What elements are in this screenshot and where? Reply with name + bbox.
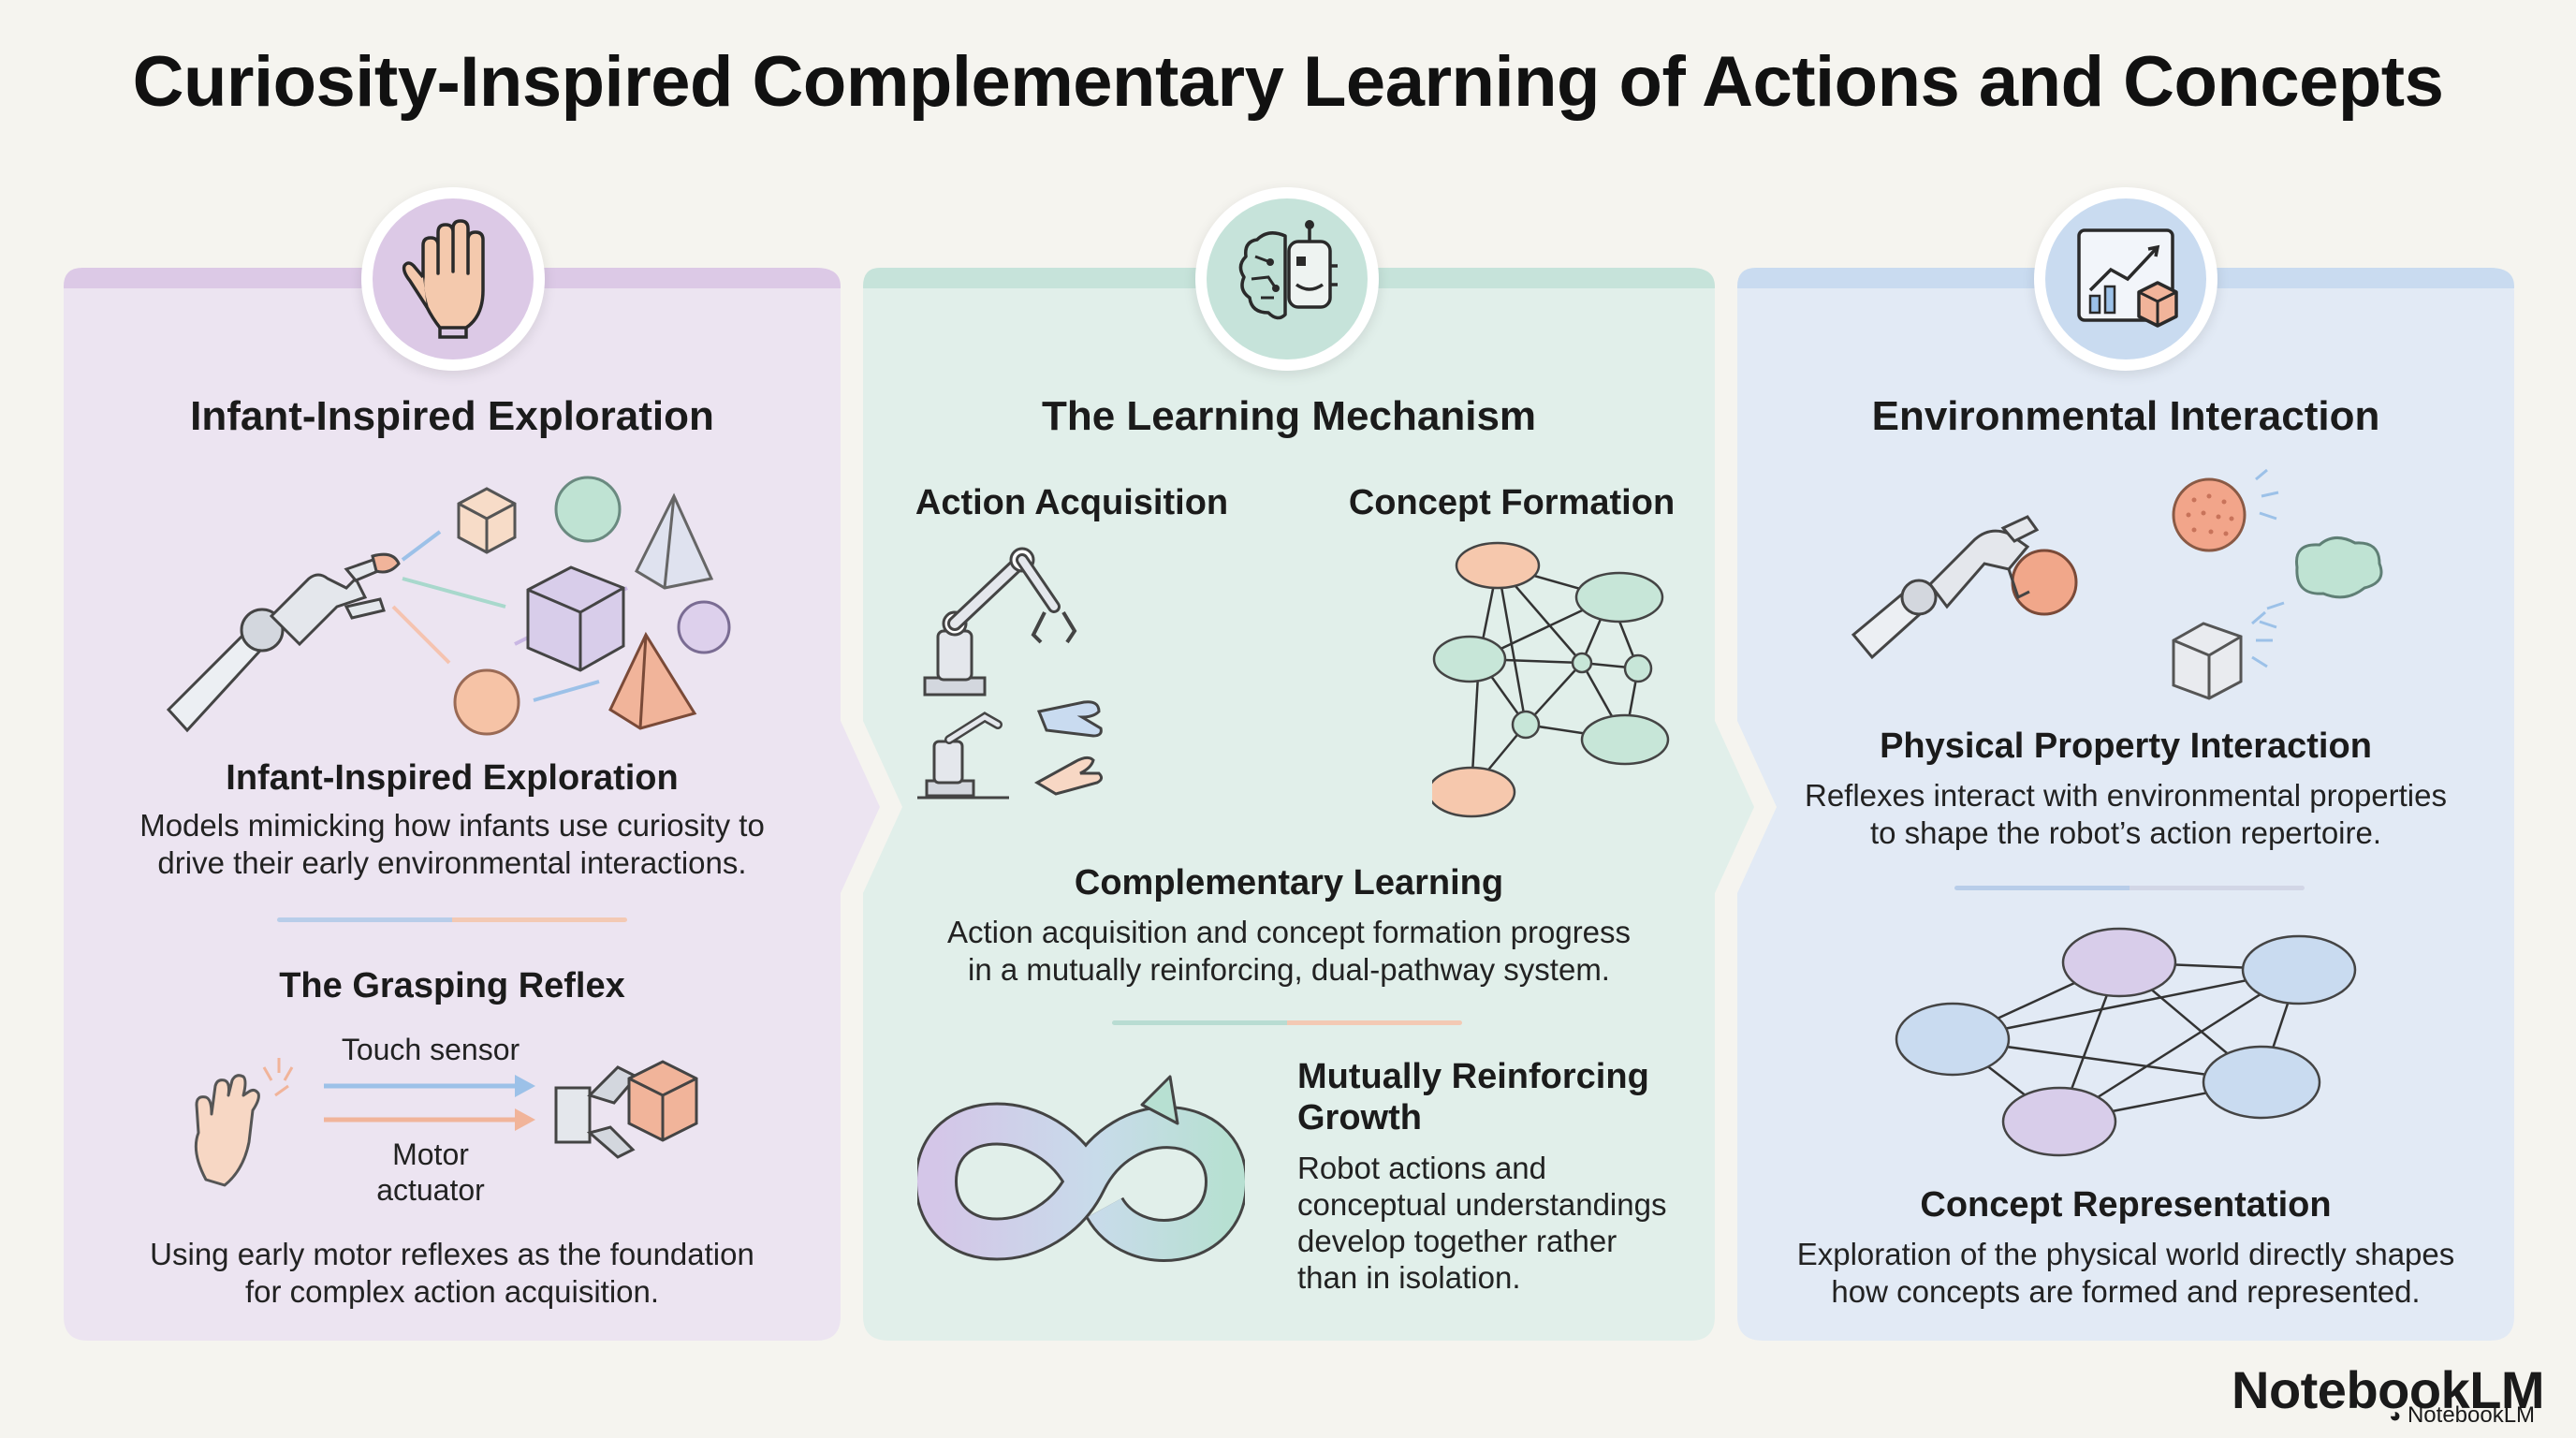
growth-text-4: than in isolation. — [1297, 1260, 1521, 1295]
physical-property-heading: Physical Property Interaction — [1880, 726, 2372, 766]
left-sub-heading: Infant-Inspired Exploration — [226, 758, 679, 798]
action-illustration — [917, 547, 1104, 800]
orange-ball — [2011, 549, 2078, 616]
left-divider — [277, 917, 627, 922]
middle-heading: The Learning Mechanism — [1041, 393, 1537, 439]
motor-label-2: actuator — [376, 1173, 485, 1207]
growth-heading-1: Mutually Reinforcing — [1297, 1057, 1649, 1096]
reflex-text-2: for complex action acquisition. — [244, 1274, 660, 1309]
page-title: Curiosity-Inspired Complementary Learnin… — [132, 42, 2444, 122]
exploration-illustration — [166, 476, 731, 736]
concept-network-illustration — [1432, 541, 1670, 818]
robot-hand-icon — [1036, 700, 1103, 738]
human-hand-icon — [1033, 756, 1104, 796]
concept-graph-illustration — [1895, 927, 2357, 1157]
soft-blob — [2295, 536, 2383, 599]
action-acquisition-heading: Action Acquisition — [915, 483, 1229, 522]
reflex-text-1: Using early motor reflexes as the founda… — [150, 1237, 754, 1271]
right-divider — [1954, 886, 2305, 890]
concept-representation-text-2: how concepts are formed and represented. — [1831, 1274, 2421, 1309]
infinity-loop-icon — [917, 1075, 1245, 1262]
complementary-text-1: Action acquisition and concept formation… — [946, 915, 1632, 949]
grasping-reflex-illustration — [194, 1058, 698, 1187]
right-heading: Environmental Interaction — [1871, 393, 2380, 439]
hand-icon — [402, 219, 485, 339]
growth-text-1: Robot actions and — [1297, 1151, 1547, 1185]
environment-illustration — [1851, 468, 2383, 700]
left-sub-text-2: drive their early environmental interact… — [157, 845, 747, 880]
complementary-heading: Complementary Learning — [1074, 863, 1504, 902]
brand-small: ◕ NotebookLM — [2389, 1402, 2535, 1429]
left-badge — [361, 187, 545, 371]
right-badge — [2034, 187, 2217, 371]
left-heading: Infant-Inspired Exploration — [190, 393, 714, 439]
concept-representation-heading: Concept Representation — [1920, 1185, 2332, 1225]
growth-heading-2: Growth — [1297, 1098, 1422, 1137]
complementary-text-2: in a mutually reinforcing, dual-pathway … — [968, 952, 1610, 987]
middle-divider — [1112, 1020, 1462, 1025]
notebooklm-icon: ◕ — [2389, 1403, 2402, 1427]
touch-sensor-label: Touch sensor — [341, 1033, 520, 1066]
textured-sphere — [2172, 477, 2247, 552]
motor-label-1: Motor — [392, 1137, 469, 1171]
left-sub-text-1: Models mimicking how infants use curiosi… — [139, 808, 765, 843]
cube — [2172, 622, 2243, 700]
concept-formation-heading: Concept Formation — [1348, 483, 1676, 522]
infant-hand-icon — [194, 1074, 260, 1187]
middle-badge — [1195, 187, 1379, 371]
reflex-heading: The Grasping Reflex — [279, 966, 625, 1005]
growth-text-2: conceptual understandings — [1297, 1187, 1667, 1222]
physical-property-text-2: to shape the robot’s action repertoire. — [1869, 815, 2382, 850]
brand-small-text: NotebookLM — [2407, 1402, 2536, 1428]
brand-logo: NotebookLM — [2232, 1360, 2545, 1419]
physical-property-text-1: Reflexes interact with environmental pro… — [1805, 778, 2447, 813]
middle-panel — [863, 268, 1754, 1341]
chart-cube-icon — [2077, 228, 2178, 328]
concept-representation-text-1: Exploration of the physical world direct… — [1796, 1237, 2455, 1271]
growth-text-3: develop together rather — [1297, 1224, 1617, 1258]
brain-robot-icon — [1238, 220, 1338, 320]
